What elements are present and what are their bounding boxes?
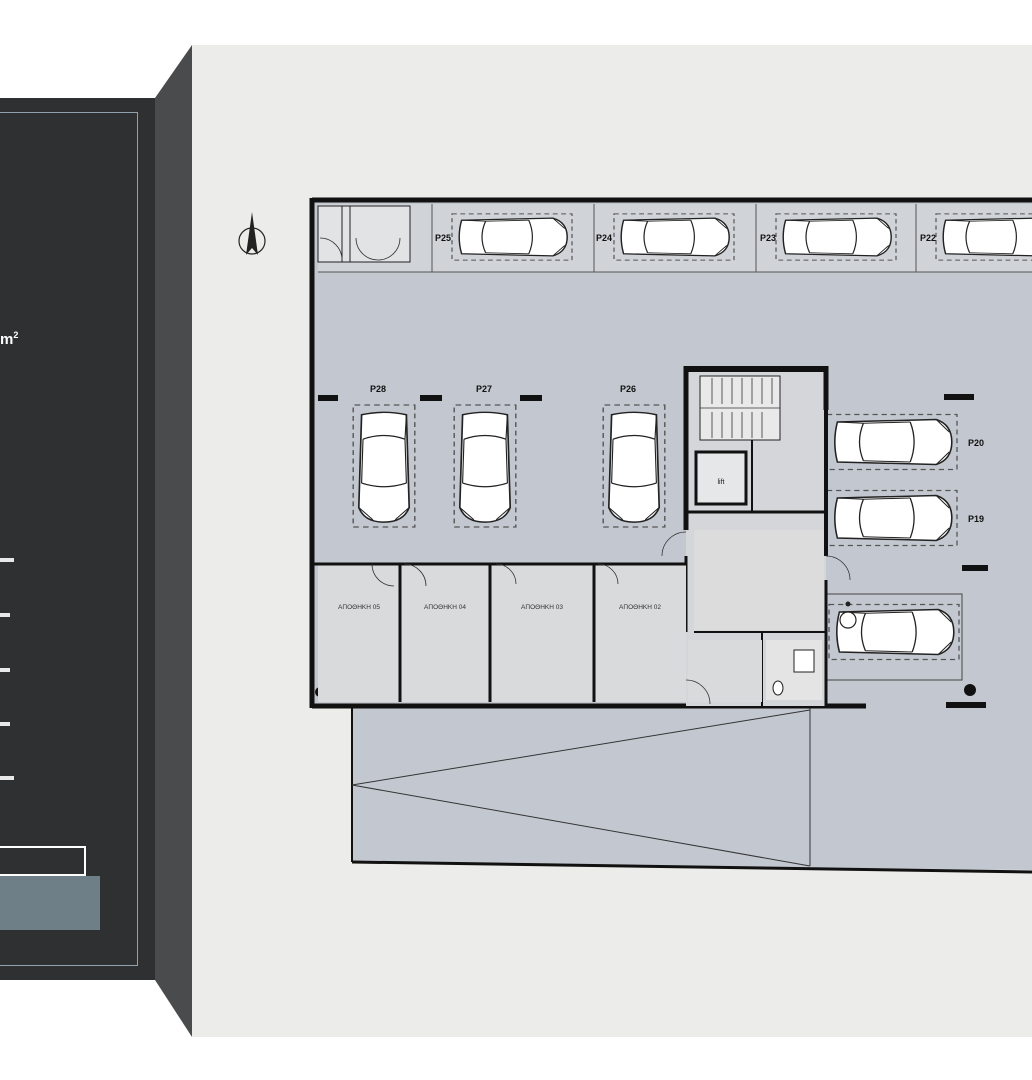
lift-label: lift (718, 479, 725, 486)
car-p20 (826, 413, 958, 471)
storage-03-label: ΑΠΟΘΗΚΗ 03 (521, 604, 563, 611)
storage-05-label: ΑΠΟΘΗΚΗ 05 (338, 604, 380, 611)
storage-02-label: ΑΠΟΘΗΚΗ 02 (619, 604, 661, 611)
spot-label-p23: P23 (760, 233, 776, 243)
panel-thumbnail-outline (0, 846, 86, 876)
spot-label-p25: P25 (435, 233, 451, 243)
panel-tick (0, 722, 10, 726)
spot-label-p27: P27 (476, 384, 492, 394)
panel-tick (0, 776, 14, 780)
car-p23 (775, 213, 897, 261)
info-panel-frame (0, 112, 138, 966)
car-p24 (613, 213, 735, 261)
info-panel (0, 98, 155, 980)
car-p25 (451, 213, 573, 261)
panel-tick (0, 668, 10, 672)
car-p28 (352, 404, 416, 528)
access-ramp (352, 706, 1032, 870)
area-unit-label: m2 (0, 330, 18, 348)
panel-tick (0, 613, 10, 617)
car-p26 (602, 404, 666, 528)
panel-tick (0, 558, 14, 562)
spot-label-p20: P20 (968, 438, 984, 448)
storage-04-label: ΑΠΟΘΗΚΗ 04 (424, 604, 466, 611)
spot-label-p22: P22 (920, 233, 936, 243)
unit-superscript: 2 (13, 330, 19, 340)
car-p19 (826, 489, 958, 547)
unit-text: m (0, 331, 14, 348)
wheelchair-icon (839, 601, 857, 629)
lift-shaft (694, 450, 748, 506)
car-p22 (935, 213, 1032, 261)
spot-label-p24: P24 (596, 233, 612, 243)
spot-label-p28: P28 (370, 384, 386, 394)
spot-label-p26: P26 (620, 384, 636, 394)
panel-thumbnail (0, 876, 100, 930)
north-arrow-icon (238, 212, 266, 255)
car-p27 (453, 404, 517, 528)
spot-label-p19: P19 (968, 514, 984, 524)
